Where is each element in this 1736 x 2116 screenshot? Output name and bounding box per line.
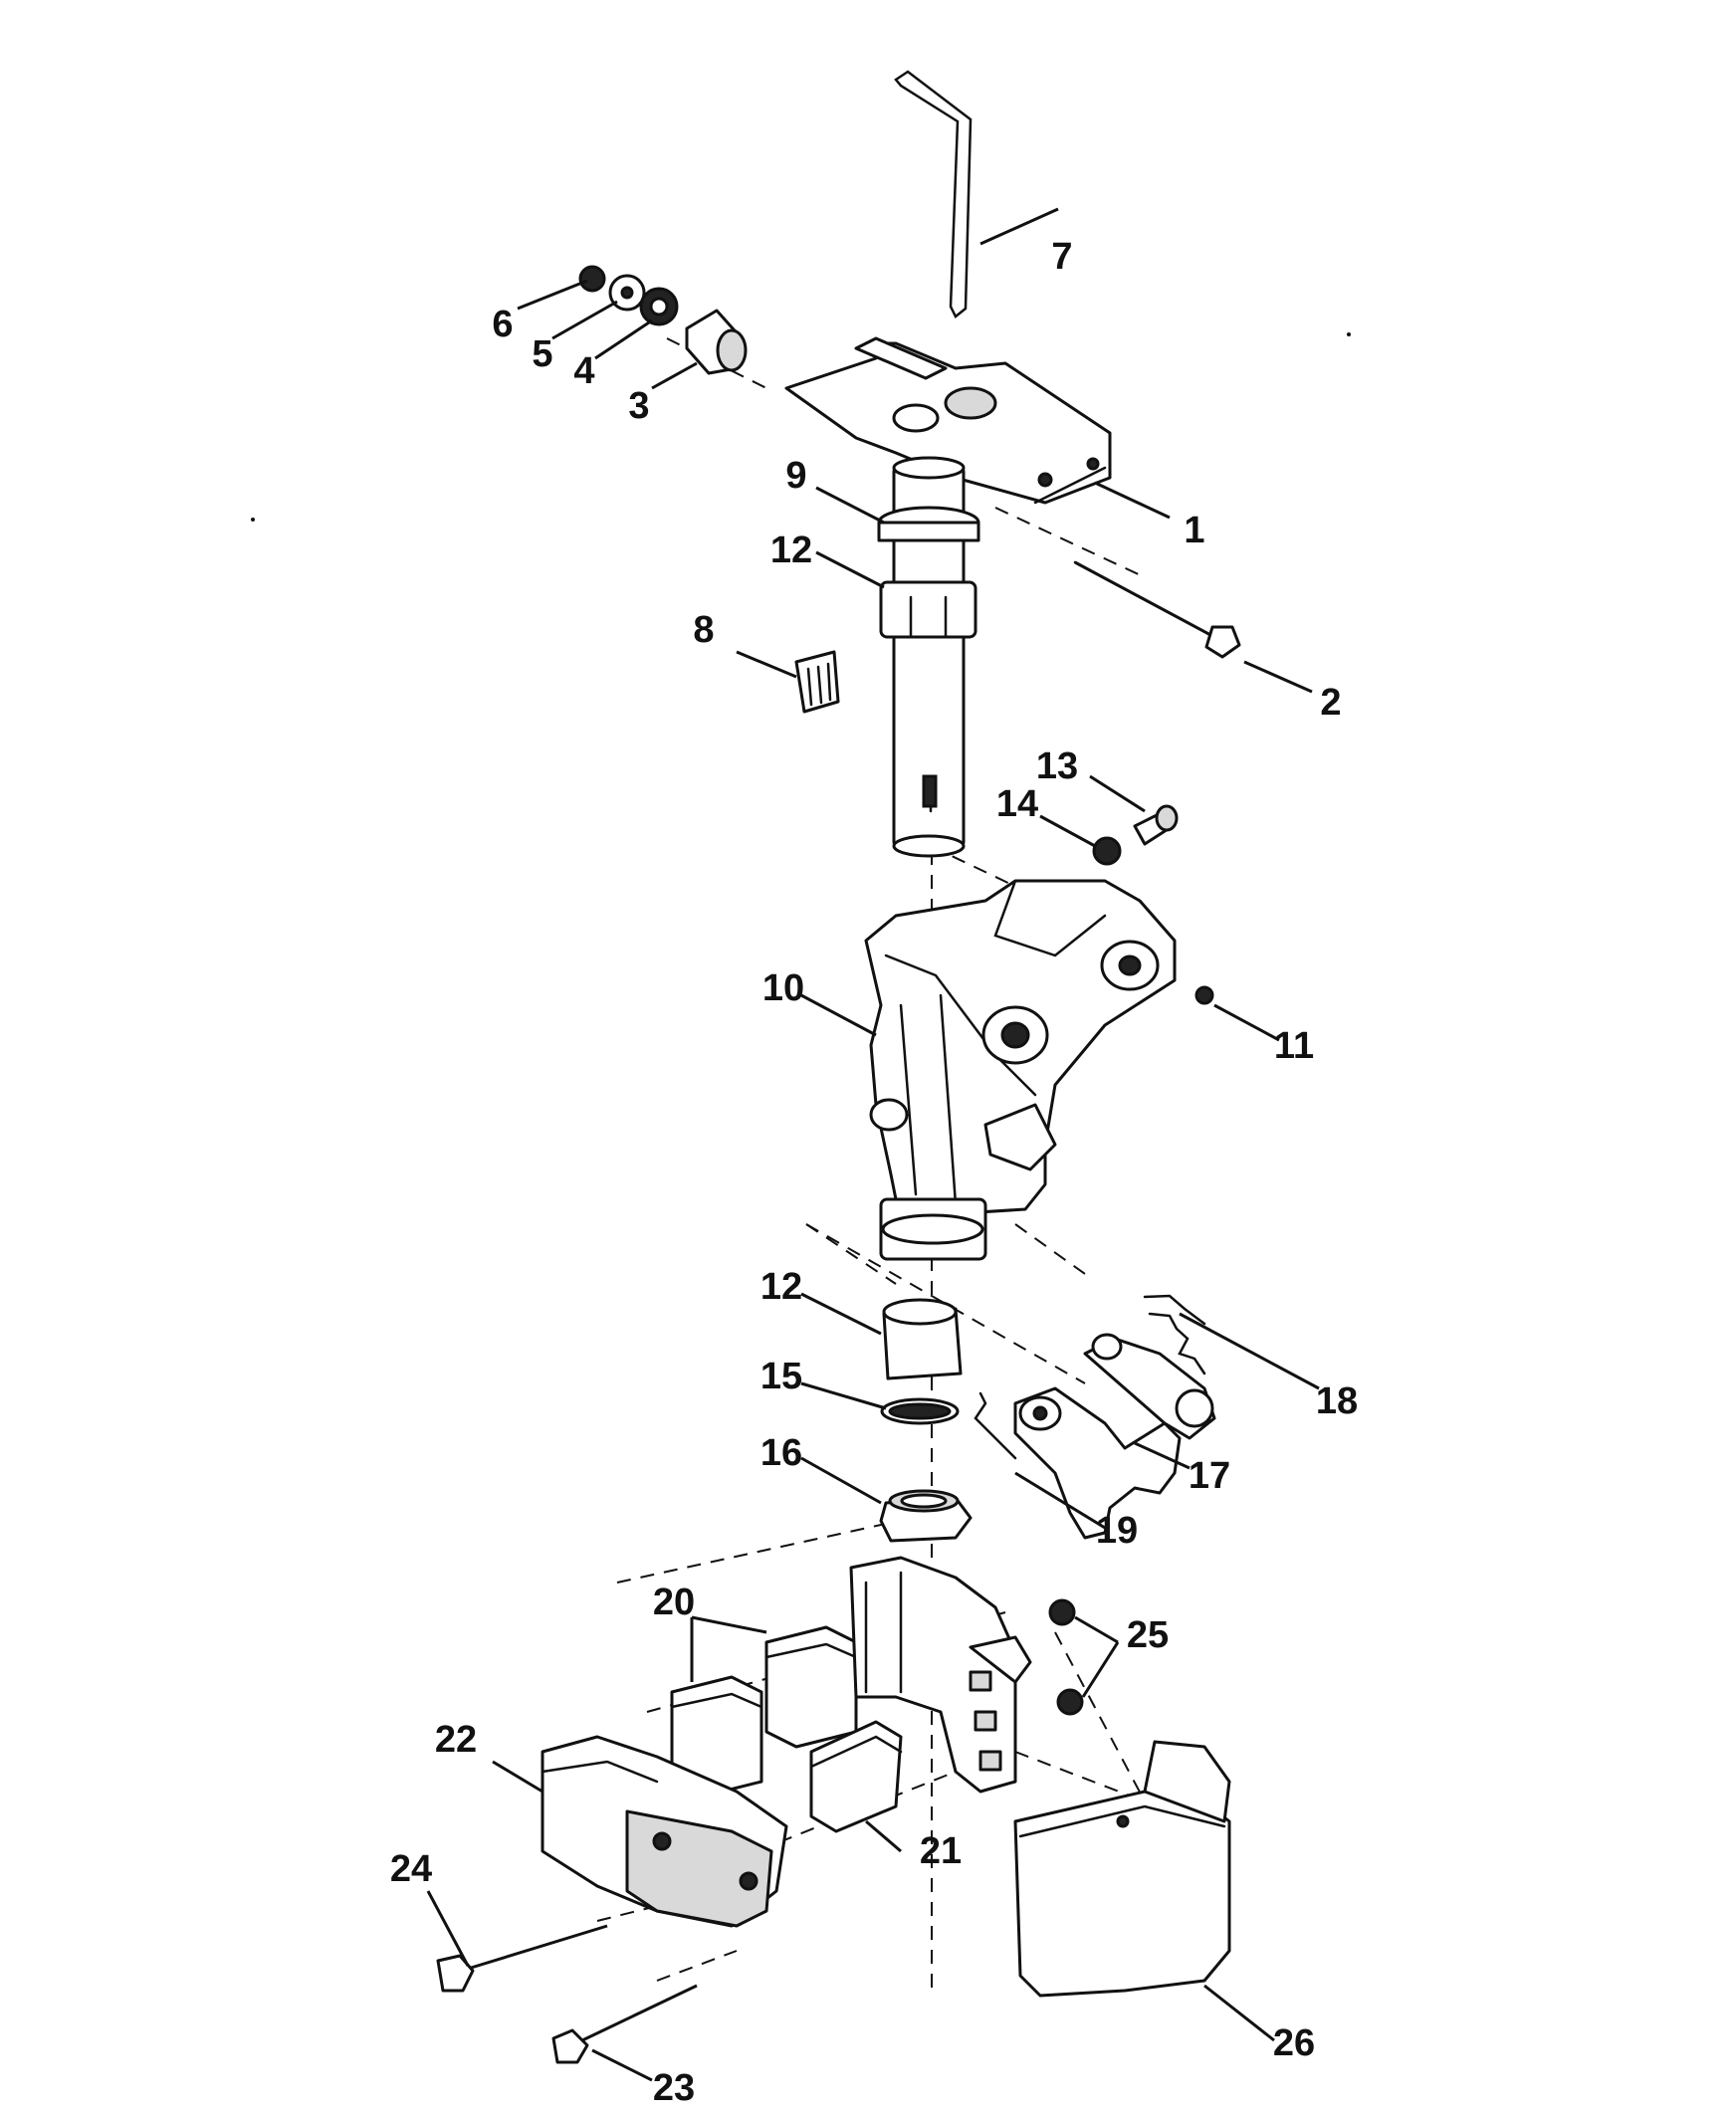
callout-10: 10 [762,967,804,1009]
callout-4: 4 [573,350,594,392]
callout-14: 14 [996,783,1038,825]
wire-link [894,70,973,318]
callout-labels: 1 2 3 4 5 6 7 8 9 10 11 12 12 13 14 15 1… [390,236,1358,2109]
callout-8: 8 [693,609,714,651]
steering-shaft [877,456,980,858]
callout-12-lower: 12 [760,1266,802,1308]
grease-fitting-screw [1092,804,1179,866]
callout-2: 2 [1320,682,1341,724]
callout-16: 16 [760,1432,802,1474]
callout-1: 1 [1184,510,1204,551]
callout-3: 3 [628,385,649,427]
callout-22: 22 [435,1719,477,1761]
callout-23: 23 [653,2067,695,2109]
callout-24: 24 [390,1848,432,1890]
lower-bushings [879,1298,973,1543]
callout-7: 7 [1051,236,1072,278]
callout-25: 25 [1127,1614,1169,1656]
callout-20: 20 [653,1582,695,1623]
steering-bushing [794,650,840,714]
callout-26: 26 [1273,2022,1315,2064]
callout-6: 6 [492,304,513,345]
bushing-stack [578,265,748,375]
stern-bracket [849,1556,1084,1794]
clamp-bracket-left [541,1735,788,1928]
spacer-block [809,1720,903,1833]
clamp-bolts [436,1924,698,2064]
callout-17: 17 [1189,1455,1230,1497]
tilt-lock-lever [974,1294,1216,1540]
leader-lines [426,207,1320,2082]
callout-21: 21 [920,1830,962,1872]
through-bolt [1073,560,1241,659]
callout-18: 18 [1316,1380,1358,1422]
callout-5: 5 [532,333,552,375]
clamp-pad-right [1013,1740,1231,1998]
callout-13: 13 [1036,745,1078,787]
callout-9: 9 [785,455,806,497]
callout-19: 19 [1096,1510,1138,1552]
steering-yoke [784,336,1112,505]
callout-11: 11 [1274,1025,1314,1067]
callout-12-upper: 12 [770,529,812,571]
swivel-bracket [864,879,1214,1261]
callout-15: 15 [760,1356,802,1397]
